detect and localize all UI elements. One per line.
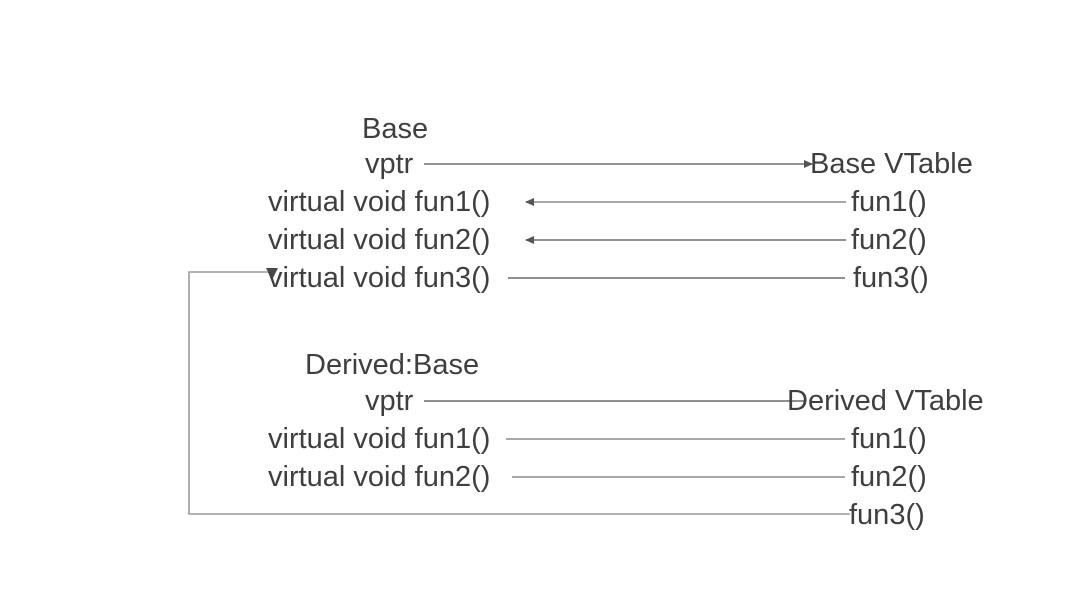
vtable-entry-base-fun3: fun3() <box>853 262 929 294</box>
member-derived-vptr: vptr <box>365 385 414 417</box>
vtable-entry-base-fun2: fun2() <box>851 224 927 256</box>
vtable-name-derived-vtable: Derived VTable <box>787 385 984 417</box>
vtable-entry-derived-fun3: fun3() <box>849 499 925 531</box>
member-derived-fun1: virtual void fun1() <box>268 423 491 455</box>
member-base-vptr: vptr <box>365 148 414 180</box>
vtable-entry-base-fun1: fun1() <box>851 186 927 218</box>
class-name-derived: Derived:Base <box>305 349 480 381</box>
vtable-entry-derived-fun2: fun2() <box>851 461 927 493</box>
vtable-entry-derived-fun1: fun1() <box>851 423 927 455</box>
member-base-fun3: virtual void fun3() <box>268 262 491 294</box>
member-derived-fun2: virtual void fun2() <box>268 461 491 493</box>
class-name-base: Base <box>362 113 429 145</box>
member-base-fun1: virtual void fun1() <box>268 186 491 218</box>
vtable-name-base-vtable: Base VTable <box>810 148 973 180</box>
member-base-fun2: virtual void fun2() <box>268 224 491 256</box>
